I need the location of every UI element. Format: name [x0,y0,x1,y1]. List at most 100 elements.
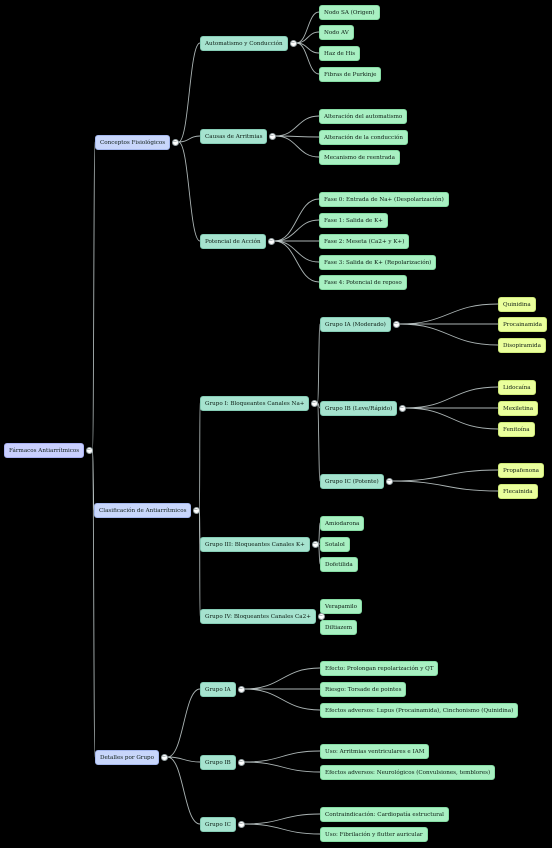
collapse-toggle-icon[interactable]: − [85,446,93,454]
collapse-toggle-icon[interactable]: − [160,753,168,761]
collapse-toggle-icon[interactable]: − [289,39,297,47]
edge-line [317,402,321,482]
node-farmacos-antiarritmicos[interactable]: Fármacos Antiarrítmicos [4,442,85,458]
edge-line [275,135,320,158]
node-flecainida[interactable]: Flecainida [498,483,538,499]
node-nodo-sa-origen[interactable]: Nodo SA (Origen) [319,4,380,20]
collapse-toggle-icon[interactable]: − [192,506,200,514]
node-automatismo-y-conduccion[interactable]: Automatismo y Conducción [200,35,288,51]
edge-line [199,509,201,617]
collapse-toggle-icon[interactable]: − [385,477,393,485]
node-fase-0-entrada-de-na-despolarizacion[interactable]: Fase 0: Entrada de Na+ (Despolarización) [319,191,449,207]
node-grupo-ic[interactable]: Grupo IC [200,816,236,832]
node-alteracion-del-automatismo[interactable]: Alteración del automatismo [319,108,408,124]
node-lidocaina[interactable]: Lidocaína [498,379,536,395]
collapse-toggle-icon[interactable]: − [310,399,318,407]
node-conceptos-fisiologicos[interactable]: Conceptos Fisiológicos [95,134,171,150]
node-fibras-de-purkinje[interactable]: Fibras de Purkinje [319,66,382,82]
node-amiodarona[interactable]: Amiodarona [320,515,365,531]
node-detalles-por-grupo[interactable]: Detalles por Grupo [95,749,160,765]
node-disopiramida[interactable]: Disopiramida [498,337,546,353]
collapse-toggle-icon[interactable]: − [171,138,179,146]
node-fase-3-salida-de-k-repolarizacion[interactable]: Fase 3: Salida de K+ (Repolarización) [319,254,437,270]
node-grupo-ib-leve-rapido[interactable]: Grupo IB (Leve/Rápido) [320,400,398,416]
node-grupo-ia-moderado[interactable]: Grupo IA (Moderado) [320,316,391,332]
edge-line [296,42,320,75]
node-efectos-adversos-lupus-procainamida-cinc[interactable]: Efectos adversos: Lupus (Procainamida), … [320,702,519,718]
edge-line [244,823,321,835]
edge-line [244,761,321,773]
collapse-toggle-icon[interactable]: − [267,237,275,245]
edge-line [244,750,321,763]
node-grupo-i-bloqueantes-canales-na[interactable]: Grupo I: Bloqueantes Canales Na+ [200,395,310,411]
edge-line [296,11,320,44]
edge-line [167,688,201,758]
collapse-toggle-icon[interactable]: − [268,132,276,140]
node-grupo-iv-bloqueantes-canales-ca2[interactable]: Grupo IV: Bloqueantes Canales Ca2+ [200,608,316,624]
node-mexiletina[interactable]: Mexiletina [498,400,539,416]
edge-line [399,303,499,325]
edge-line [405,407,499,430]
edge-line [399,323,499,346]
node-dofetilida[interactable]: Dofetilida [320,556,358,572]
node-grupo-ia[interactable]: Grupo IA [200,681,236,697]
edge-line [392,480,499,492]
node-fase-1-salida-de-k[interactable]: Fase 1: Salida de K+ [319,212,388,228]
edge-line [274,240,320,263]
node-grupo-iii-bloqueantes-canales-k[interactable]: Grupo III: Bloqueantes Canales K+ [200,536,310,552]
node-nodo-av[interactable]: Nodo AV [319,24,354,40]
node-potencial-de-accion[interactable]: Potencial de Acción [200,233,266,249]
edge-line [178,42,201,143]
edge-line [274,219,320,242]
edge-line [317,323,321,404]
edge-line [199,402,201,511]
edge-line [318,543,321,565]
node-mecanismo-de-reentrada[interactable]: Mecanismo de reentrada [319,149,400,165]
edge-line [318,522,321,545]
edge-line [317,402,321,409]
node-propafenona[interactable]: Propafenona [498,462,545,478]
node-clasificacion-de-antiarritmicos[interactable]: Clasificación de Antiarrítmicos [94,502,192,518]
node-fase-2-meseta-ca2-y-k[interactable]: Fase 2: Meseta (Ca2+ y K+) [319,233,410,249]
edge-line [274,240,320,283]
edge-line [392,469,499,482]
node-causas-de-arritmias[interactable]: Causas de Arritmias [200,128,268,144]
node-fenitoina[interactable]: Fenitoína [498,421,535,437]
node-uso-arritmias-ventriculares-e-iam[interactable]: Uso: Arritmias ventriculares e IAM [320,743,430,759]
node-quinidina[interactable]: Quinidina [498,296,536,312]
edge-line [405,386,499,409]
node-sotalol[interactable]: Sotalol [320,536,350,552]
edge-line [275,115,320,137]
collapse-toggle-icon[interactable]: − [392,320,400,328]
edge-line [296,31,320,44]
edge-line [274,198,320,242]
collapse-toggle-icon[interactable]: − [237,685,245,693]
collapse-toggle-icon[interactable]: − [311,540,319,548]
edge-line [244,813,321,825]
node-verapamilo[interactable]: Verapamilo [320,598,363,614]
node-grupo-ib[interactable]: Grupo IB [200,754,236,770]
collapse-toggle-icon[interactable]: − [237,820,245,828]
node-diltiazem[interactable]: Diltiazem [320,619,357,635]
node-efectos-adversos-neurologicos-convulsion[interactable]: Efectos adversos: Neurológicos (Convulsi… [320,764,496,780]
collapse-toggle-icon[interactable]: − [237,758,245,766]
node-fase-4-potencial-de-reposo[interactable]: Fase 4: Potencial de reposo [319,274,407,290]
edge-line [244,688,321,711]
edge-line [244,667,321,690]
collapse-toggle-icon[interactable]: − [317,612,325,620]
node-contraindicacion-cardiopatia-estructural[interactable]: Contraindicación: Cardiopatía estructura… [320,806,449,822]
node-haz-de-his[interactable]: Haz de His [319,45,361,61]
collapse-toggle-icon[interactable]: − [398,404,406,412]
node-uso-fibrilacion-y-flutter-auricular[interactable]: Uso: Fibrilación y flutter auricular [320,826,428,842]
node-efecto-prolongan-repolarizacion-y-qt[interactable]: Efecto: Prolongan repolarización y QT [320,660,439,676]
edge-line [178,135,201,143]
node-grupo-ic-potente[interactable]: Grupo IC (Potente) [320,473,384,489]
edge-line [167,756,201,825]
node-procainamida[interactable]: Procainamida [498,316,548,332]
node-alteracion-de-la-conduccion[interactable]: Alteración de la conducción [319,129,408,145]
edge-line [92,141,96,451]
node-riesgo-torsade-de-pointes[interactable]: Riesgo: Torsade de pointes [320,681,407,697]
edge-line [92,449,96,758]
